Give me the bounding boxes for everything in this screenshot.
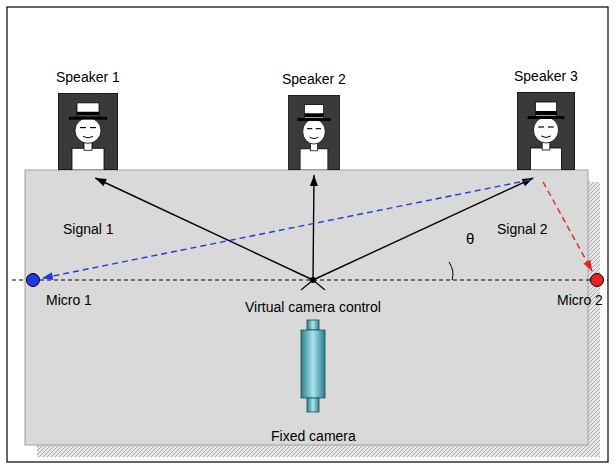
view-direction <box>95 178 313 280</box>
signal-path <box>543 182 592 271</box>
angle-arc <box>449 262 453 280</box>
node-label: Speaker 3 <box>514 68 578 84</box>
node-label: Micro 2 <box>557 292 603 308</box>
speaker-figure <box>58 93 118 170</box>
arrow-head <box>522 178 534 186</box>
arrow-head <box>95 178 107 186</box>
room-floor <box>25 170 588 445</box>
signal-label: Signal 2 <box>495 221 550 237</box>
control-point <box>310 277 316 283</box>
arrow-head <box>583 260 592 272</box>
fixed-camera: Fixed camera <box>299 318 327 415</box>
speaker-figure <box>517 92 575 170</box>
camera-icon <box>299 318 327 415</box>
node-label: Fixed camera <box>271 428 356 444</box>
arrow-head <box>42 272 54 280</box>
speaker-box: Speaker 3 <box>517 92 575 170</box>
node-label: Micro 1 <box>46 292 92 308</box>
virtual-camera: Virtual camera control <box>307 274 319 286</box>
outer-frame <box>7 7 608 462</box>
speaker-figure <box>288 95 340 170</box>
signal-path <box>42 180 530 278</box>
speaker-box: Speaker 1 <box>58 93 118 170</box>
node-label: Speaker 2 <box>282 71 346 87</box>
arrow-head <box>310 175 318 186</box>
angle-label: θ <box>466 231 474 247</box>
microphone: Micro 2 <box>590 273 604 287</box>
signal-label: Signal 1 <box>61 221 116 237</box>
microphone: Micro 1 <box>26 273 40 287</box>
speaker-box: Speaker 2 <box>288 95 340 170</box>
view-direction <box>313 175 314 280</box>
node-label: Virtual camera control <box>245 299 381 315</box>
node-label: Speaker 1 <box>56 69 120 85</box>
